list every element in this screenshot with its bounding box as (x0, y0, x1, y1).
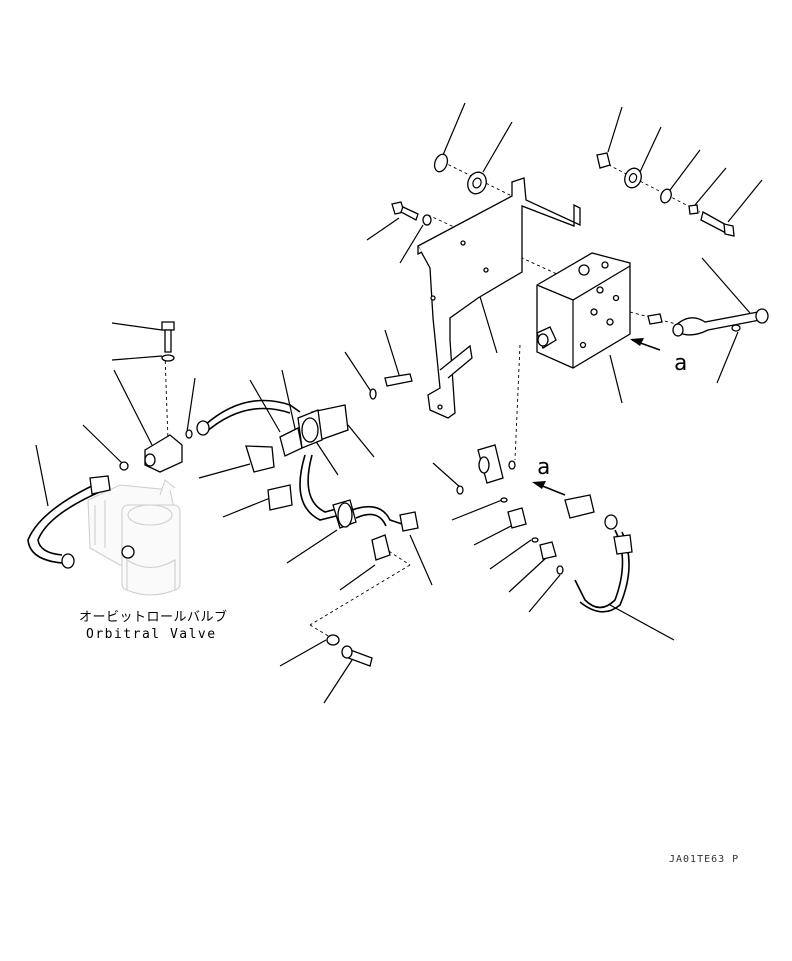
right-hose (647, 308, 769, 337)
view-arrows (532, 338, 661, 496)
view-mark-a-upper: a (674, 351, 687, 376)
view-mark-a-lower: a (537, 455, 550, 480)
left-hardware (119, 321, 413, 473)
valve-block (536, 252, 631, 369)
orbitral-valve (87, 479, 181, 596)
left-hose (27, 475, 135, 569)
hardware-top (391, 152, 735, 237)
mounting-bracket (417, 177, 581, 419)
valve-label-jp: オービットロールバルブ (79, 609, 228, 625)
right-lower-hardware (456, 444, 633, 613)
bottom-bolt (326, 634, 373, 667)
leader-lines (35, 102, 763, 704)
drawing-code: JA01TE63 P (669, 854, 739, 865)
middle-hoses (196, 399, 419, 561)
valve-label-en: Orbitral Valve (86, 627, 217, 642)
